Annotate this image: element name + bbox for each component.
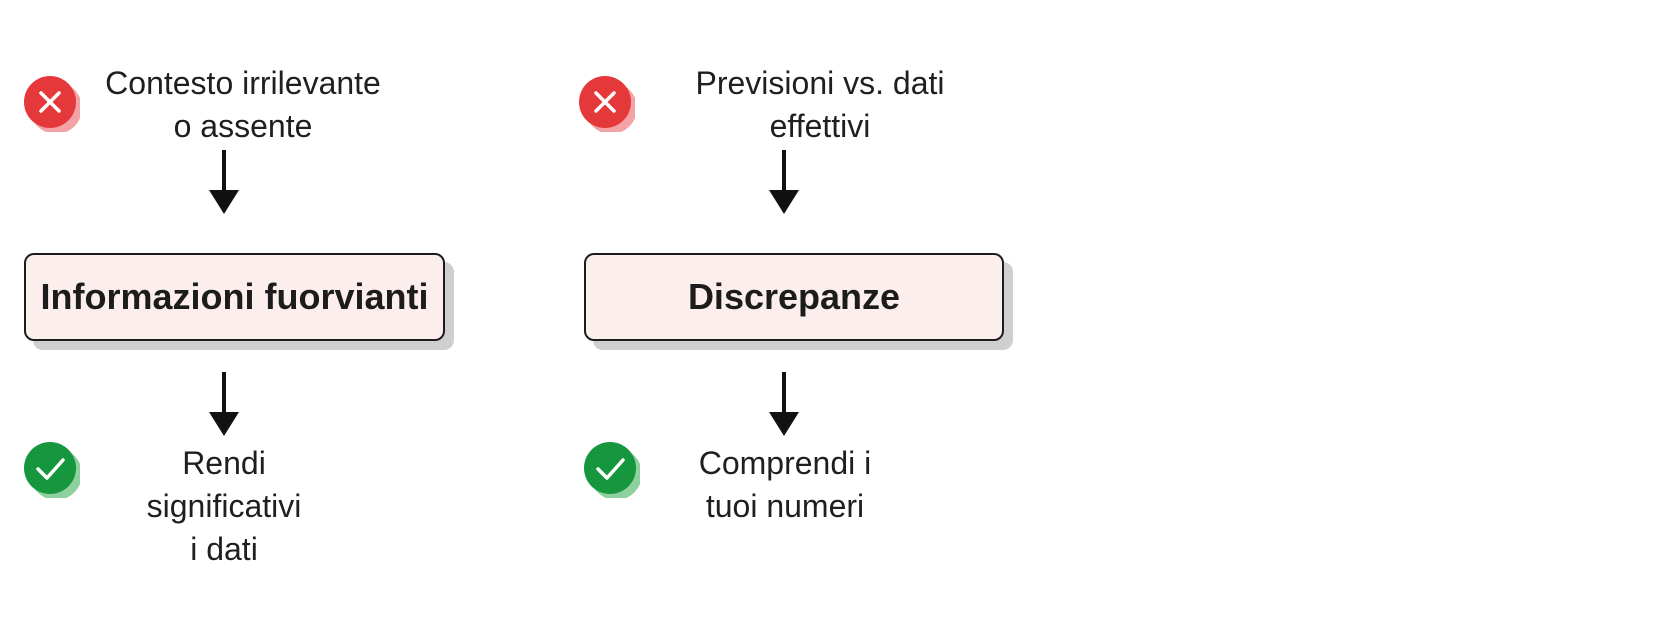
x-circle-icon bbox=[24, 76, 80, 132]
flow-misleading-information: Contesto irrilevante o assente Informazi… bbox=[0, 0, 560, 640]
solution-text: Comprendi i tuoi numeri bbox=[698, 445, 872, 524]
arrow-down-icon bbox=[204, 150, 244, 220]
concept-box: Discrepanze bbox=[584, 253, 1004, 341]
concept-box: Informazioni fuorvianti bbox=[24, 253, 445, 341]
solution-text: Rendi significativi i dati bbox=[146, 445, 302, 567]
flow-discrepancies: Previsioni vs. dati effettivi Discrepanz… bbox=[579, 0, 1150, 640]
problem-text: Previsioni vs. dati effettivi bbox=[695, 65, 945, 144]
check-circle-icon bbox=[24, 442, 80, 498]
arrow-down-icon bbox=[204, 372, 244, 442]
arrow-down-icon bbox=[764, 150, 804, 220]
check-circle-icon bbox=[584, 442, 640, 498]
arrow-down-icon bbox=[764, 372, 804, 442]
problem-text: Contesto irrilevante o assente bbox=[105, 65, 381, 144]
x-circle-icon bbox=[579, 76, 635, 132]
